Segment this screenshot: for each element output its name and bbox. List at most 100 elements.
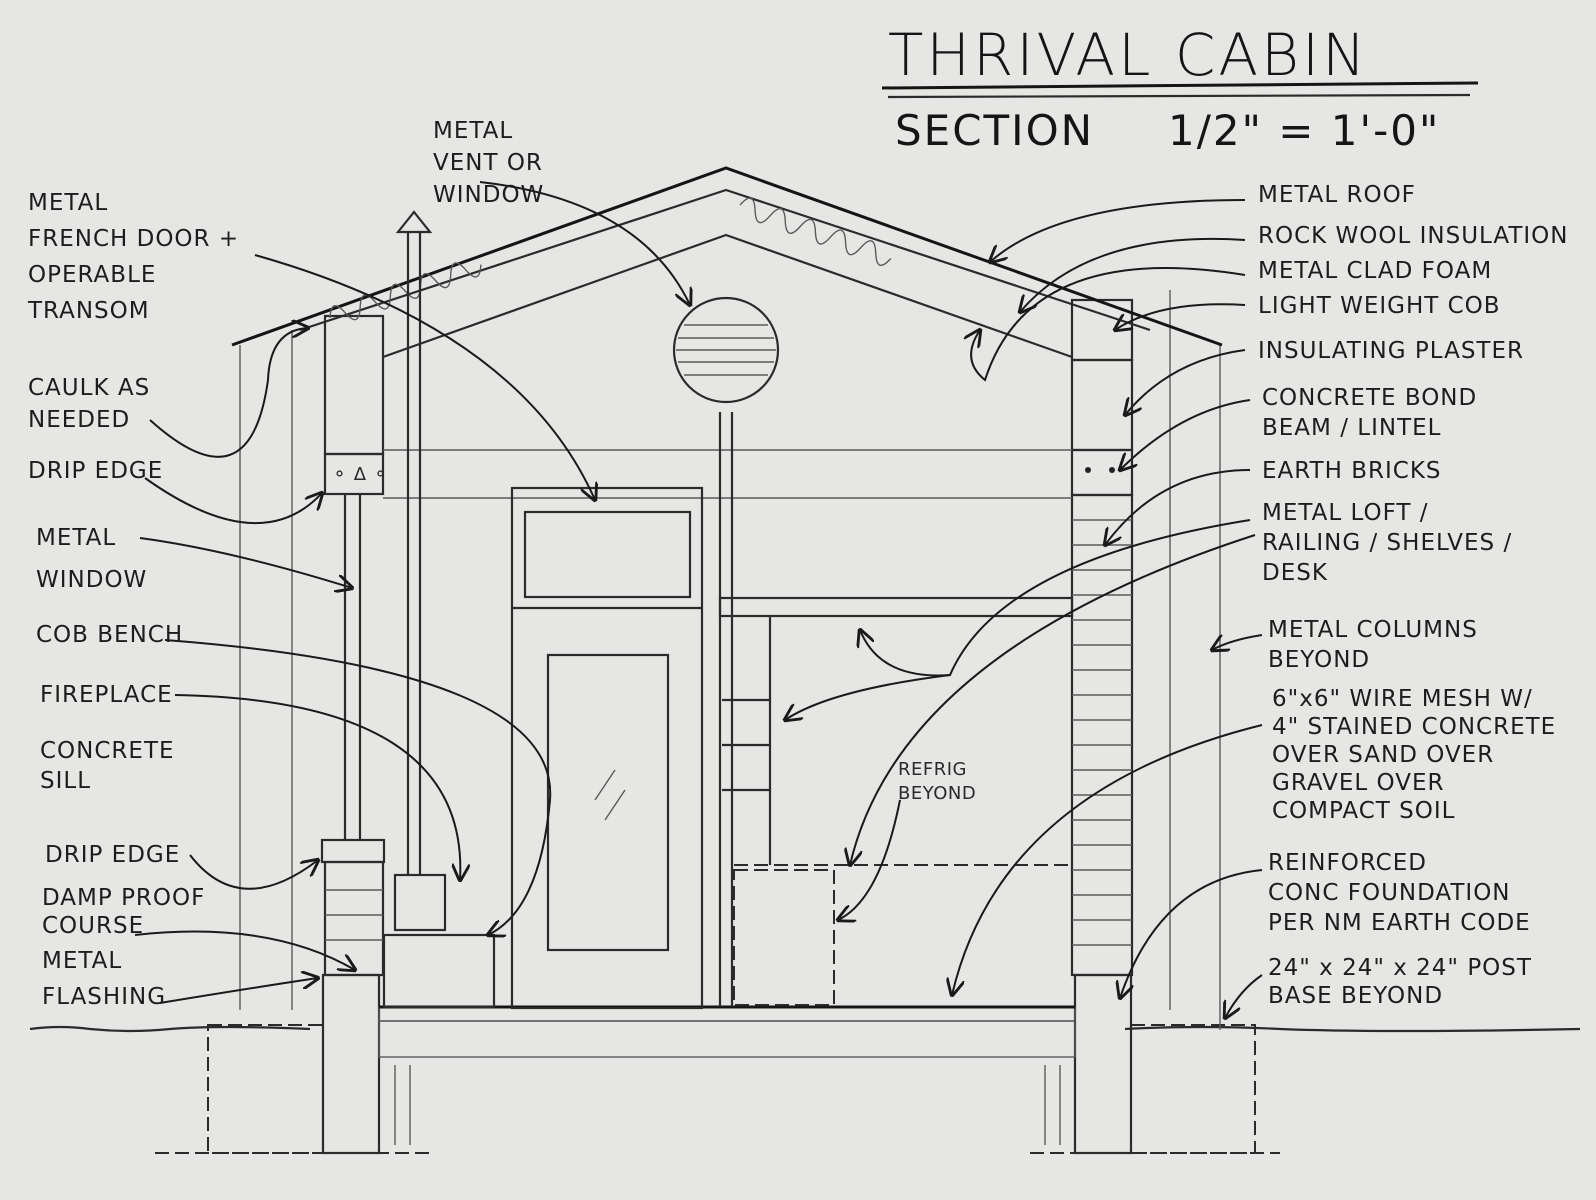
leader-drip-edge-upper [144, 477, 322, 525]
rock-wool-squiggle-left [329, 262, 482, 321]
leader-metal-clad-foam [971, 267, 1246, 382]
interior [382, 210, 1074, 1010]
concrete-slab [378, 1006, 1076, 1022]
grade-line-left [29, 1025, 311, 1033]
left-brick-courses [325, 889, 383, 941]
leader-light-cob [1115, 303, 1246, 330]
metal-loft-deck [718, 596, 1074, 618]
label-wire-mesh-line-1: 6"x6" WIRE MESH W/ [1272, 686, 1533, 712]
label-rock-wool-line-1: ROCK WOOL INSULATION [1258, 223, 1568, 249]
left-post-base-beyond [207, 1024, 324, 1154]
label-metal-roof-line-1: METAL ROOF [1258, 182, 1416, 208]
leader-metal-columns [1212, 634, 1263, 650]
ground-and-foundation [29, 973, 1581, 1155]
label-metal-loft-line-2: RAILING / SHELVES / [1262, 530, 1512, 556]
label-metal-french-door-line-4: TRANSOM [27, 298, 150, 324]
label-damp-proof-line-2: COURSE [42, 913, 144, 939]
label-bond-beam-line-2: BEAM / LINTEL [1262, 415, 1441, 441]
concrete-sill [320, 838, 386, 864]
leader-metal-roof [990, 199, 1246, 262]
leader-earth-bricks [1105, 469, 1251, 545]
left-wall: ⚬ ᐃ ⚬ [239, 314, 388, 1010]
title-underline [881, 81, 1479, 90]
leader-fireplace [174, 694, 460, 880]
roof-ceiling-line [382, 233, 1073, 359]
label-refrig-line-1: REFRIG [898, 759, 967, 780]
leader-metal-flashing [159, 978, 318, 1004]
title-underline-2 [887, 93, 1471, 99]
label-metal-window-line-2: WINDOW [36, 567, 147, 593]
leader-metal-loft-3 [850, 534, 1256, 865]
leader-insulating-plaster [1125, 349, 1246, 415]
label-post-base-line-1: 24" x 24" x 24" POST [1268, 955, 1532, 981]
label-wire-mesh-line-3: OVER SAND OVER [1272, 742, 1494, 768]
label-metal-columns-line-1: METAL COLUMNS [1268, 617, 1478, 643]
leader-refrig [838, 799, 901, 920]
gravel-bed [378, 1020, 1076, 1058]
label-refrig-line-2: BEYOND [898, 783, 976, 804]
left-bond-beam [323, 452, 385, 496]
roof [231, 166, 1223, 359]
round-vent-window [672, 296, 780, 404]
rock-wool-squiggle-right [739, 197, 892, 266]
label-wire-mesh-line-2: 4" STAINED CONCRETE [1272, 714, 1556, 740]
flue-cap [395, 210, 433, 234]
grade-line-right [1124, 1025, 1581, 1033]
leader-bond-beam [1120, 399, 1251, 470]
right-bond-beam [1070, 448, 1134, 497]
label-metal-flashing-line-2: FLASHING [42, 984, 166, 1010]
drawing-title: THRIVAL CABIN [888, 21, 1369, 89]
label-light-weight-cob-line-1: LIGHT WEIGHT COB [1258, 293, 1501, 319]
right-wall [1070, 290, 1221, 1030]
leader-drip-edge-lower [189, 854, 318, 890]
leader-cob-bench [164, 639, 552, 935]
bond-beam-marks-left: ⚬ ᐃ ⚬ [332, 464, 388, 485]
label-foundation-line-1: REINFORCED [1268, 850, 1427, 876]
leader-metal-window [139, 537, 352, 588]
label-metal-french-door-line-3: OPERABLE [28, 262, 156, 288]
leader-metal-vent [479, 181, 690, 305]
french-door-frame [510, 486, 704, 1010]
label-concrete-sill-line-2: SILL [40, 768, 91, 794]
title-block: THRIVAL CABIN SECTION 1/2" = 1'-0" [881, 21, 1479, 155]
refrigerator-beyond [733, 869, 835, 1006]
leader-metal-loft-2 [785, 674, 951, 720]
loft-shelves [722, 698, 770, 792]
left-earth-brick-base [323, 860, 385, 977]
right-upper-wall [1070, 358, 1134, 452]
label-caulk-line-1: CAULK AS [28, 375, 150, 401]
label-foundation-line-2: CONC FOUNDATION [1268, 880, 1511, 906]
left-light-cob-wall [323, 314, 385, 456]
soil-hatch [394, 1065, 1061, 1145]
label-foundation-line-3: PER NM EARTH CODE [1268, 910, 1531, 936]
label-metal-vent-line-2: VENT OR [433, 150, 543, 176]
door-glass-panel [546, 653, 670, 952]
operable-transom [523, 510, 692, 599]
leader-caulk [149, 328, 308, 458]
label-caulk-line-2: NEEDED [28, 407, 130, 433]
label-fireplace-line-1: FIREPLACE [40, 682, 173, 708]
label-drip-edge-upper-line-1: DRIP EDGE [28, 458, 163, 484]
right-brick-courses [1072, 519, 1132, 946]
label-wire-mesh-line-5: COMPACT SOIL [1272, 798, 1455, 824]
leader-lines [134, 181, 1263, 1018]
leader-metal-loft-1 [860, 519, 1251, 677]
label-insulating-plaster-line-1: INSULATING PLASTER [1258, 338, 1524, 364]
label-bond-beam-line-1: CONCRETE BOND [1262, 385, 1477, 411]
label-metal-loft-line-1: METAL LOFT / [1262, 500, 1429, 526]
label-metal-clad-foam-line-1: METAL CLAD FOAM [1258, 258, 1492, 284]
label-metal-vent-line-3: WINDOW [433, 182, 544, 208]
right-foundation-stem [1073, 973, 1133, 1155]
leader-foundation [1120, 869, 1263, 998]
drawing-scale: 1/2" = 1'-0" [1168, 106, 1440, 155]
label-earth-bricks-line-1: EARTH BRICKS [1262, 458, 1442, 484]
vent-louvers [676, 324, 776, 376]
label-wire-mesh-line-4: GRAVEL OVER [1272, 770, 1444, 796]
label-metal-vent-line-1: METAL [433, 118, 513, 144]
roof-insulation-inner [299, 188, 1151, 332]
label-damp-proof-line-1: DAMP PROOF [42, 885, 205, 911]
label-drip-edge-lower-line-1: DRIP EDGE [45, 842, 180, 868]
label-concrete-sill-line-1: CONCRETE [40, 738, 175, 764]
